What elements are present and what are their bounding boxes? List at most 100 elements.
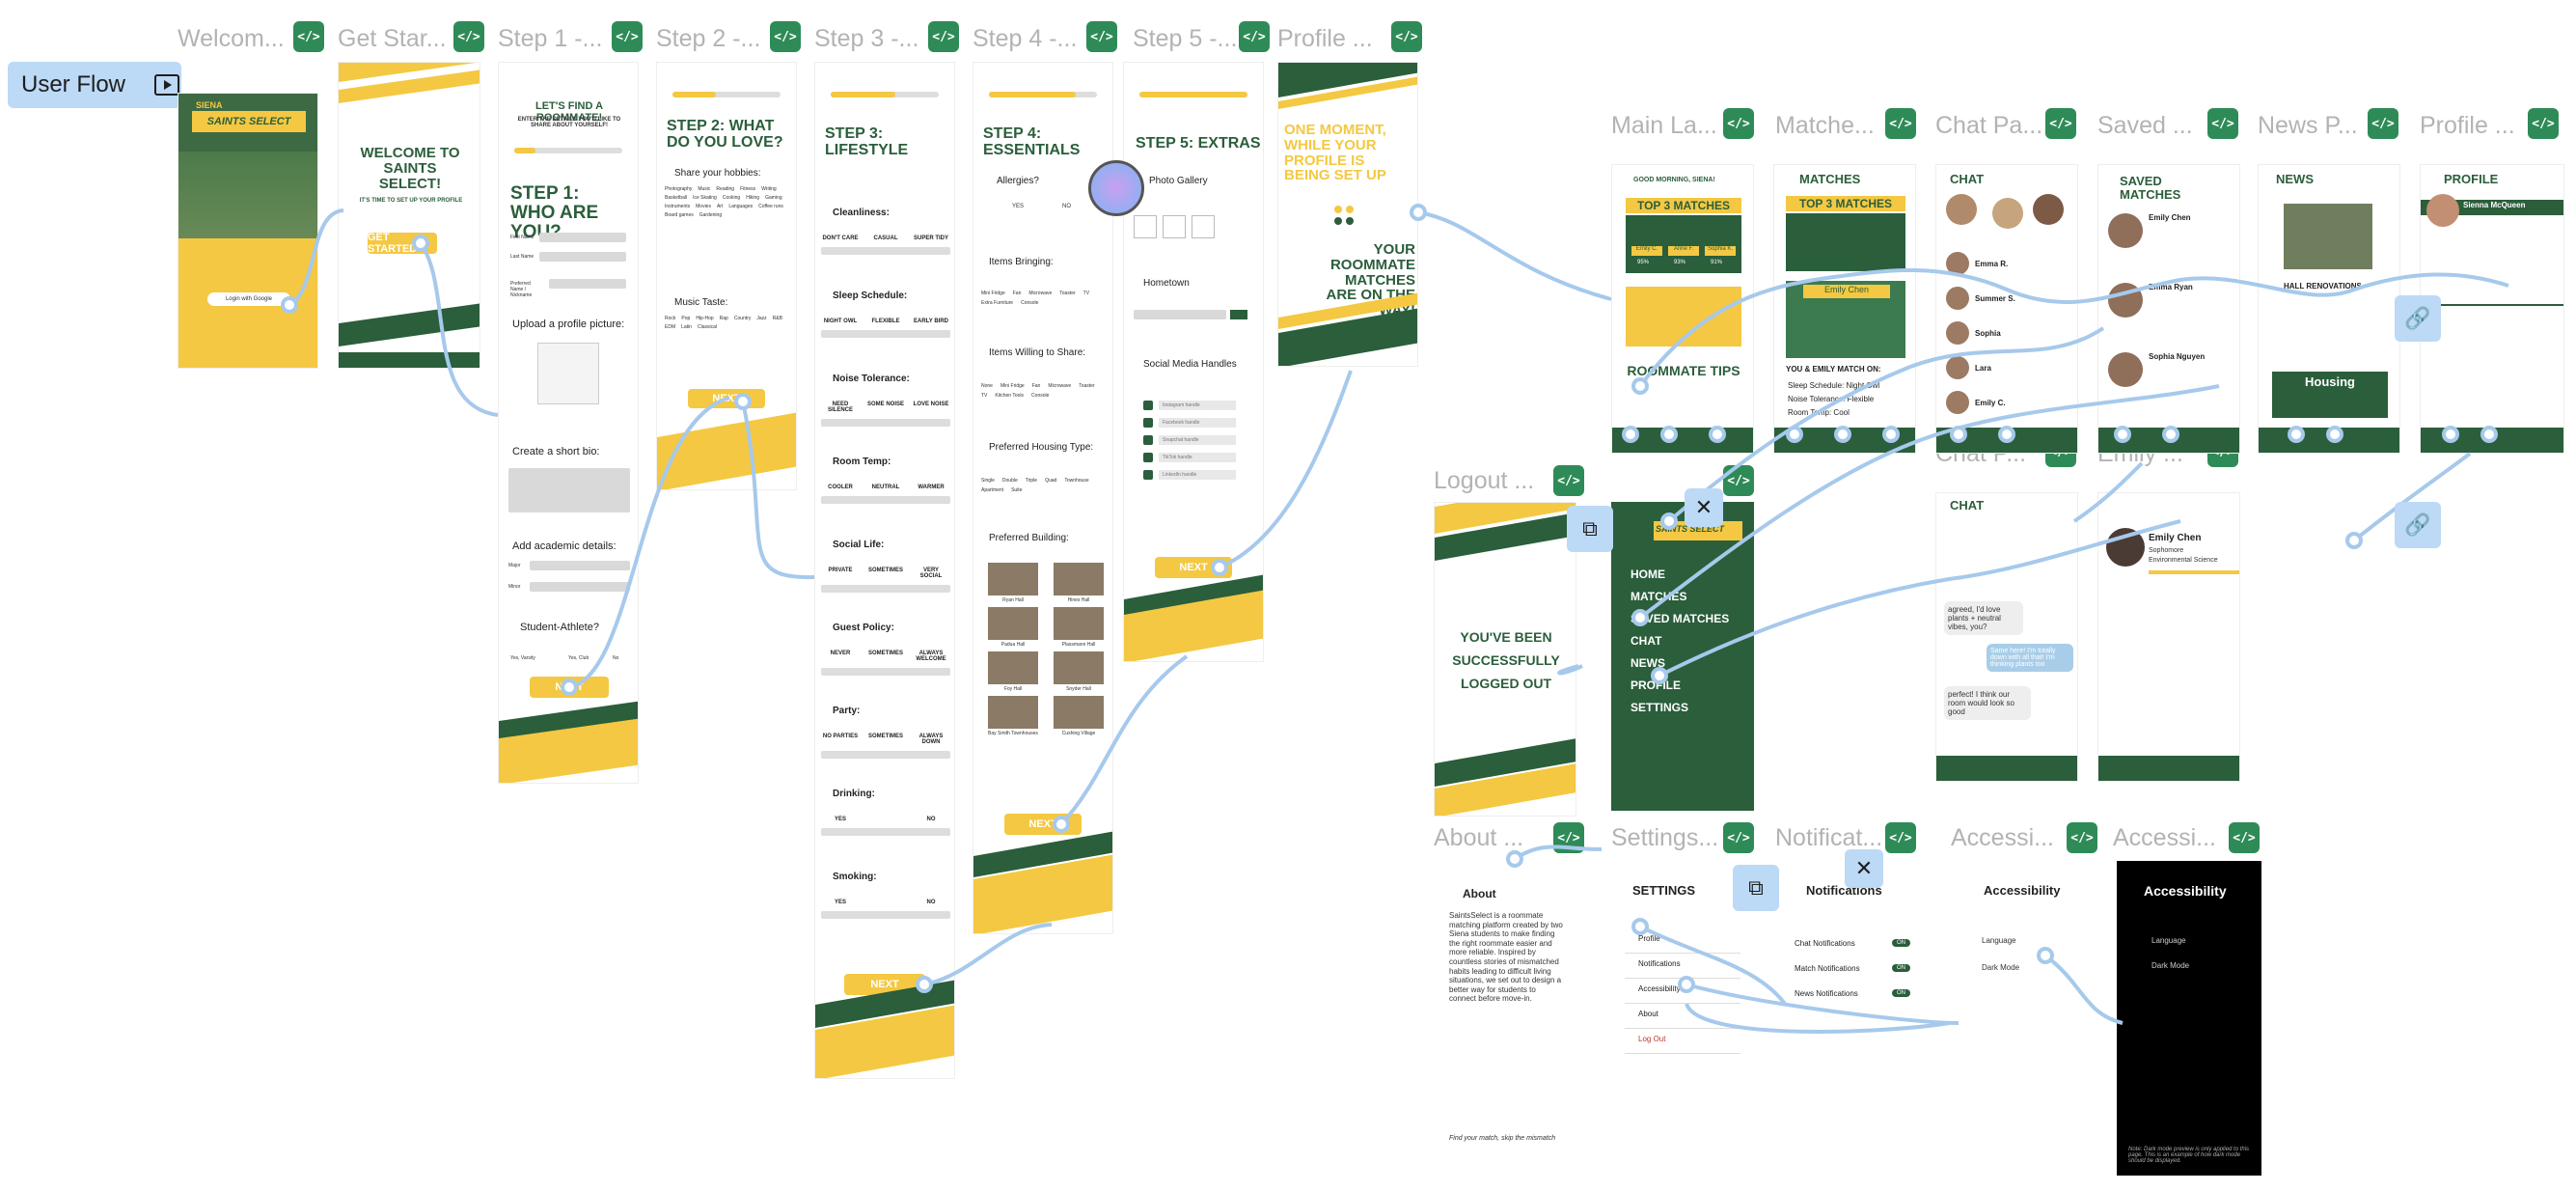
social-field[interactable]: Snapchat handle xyxy=(1159,435,1236,445)
lifestyle-option[interactable]: NEVER xyxy=(830,651,851,656)
gallery-slot[interactable] xyxy=(1192,215,1215,238)
hobby-option[interactable]: Coffee runs xyxy=(758,204,783,209)
housing-option[interactable]: Suite xyxy=(1011,487,1023,493)
frame-matches[interactable]: MATCHES TOP 3 MATCHES Emily Chen YOU & E… xyxy=(1773,164,1916,454)
frame-title-step1[interactable]: Step 1 -... xyxy=(498,25,603,52)
step1-next-button[interactable]: NEXT xyxy=(530,677,609,698)
settings-item[interactable]: About xyxy=(1625,1004,1740,1029)
lifestyle-option[interactable]: LOVE NOISE xyxy=(913,402,949,407)
lifestyle-option[interactable]: SUPER TIDY xyxy=(913,235,948,241)
avatar[interactable] xyxy=(2426,194,2459,227)
frame-step2[interactable]: STEP 2: WHAT DO YOU LOVE? Share your hob… xyxy=(656,62,797,490)
bring-option[interactable]: TV xyxy=(1082,291,1090,296)
code-icon[interactable]: </> xyxy=(1391,21,1422,52)
hobby-option[interactable]: Hiking xyxy=(746,195,760,201)
lifestyle-option[interactable]: YES xyxy=(834,900,846,905)
menu-item[interactable]: NEWS xyxy=(1631,656,1665,670)
building-option[interactable]: Padua Hall xyxy=(985,607,1041,648)
building-option[interactable]: Bay Smith Townhouses xyxy=(985,696,1041,736)
music-option[interactable]: Hip-Hop xyxy=(696,316,714,321)
lifestyle-option[interactable]: DON'T CARE xyxy=(822,235,859,241)
hobby-option[interactable]: Art xyxy=(716,204,724,209)
lifestyle-option[interactable]: NO xyxy=(926,817,936,822)
language-item[interactable]: Language xyxy=(2151,936,2186,945)
frame-title-profile[interactable]: Profile ... xyxy=(2420,112,2515,139)
slider-track[interactable] xyxy=(821,911,950,919)
slider-track[interactable] xyxy=(821,668,950,676)
social-field[interactable]: Instagram handle xyxy=(1159,401,1236,410)
code-icon[interactable]: </> xyxy=(2207,108,2238,139)
code-icon[interactable]: </> xyxy=(1239,21,1270,52)
chat-row[interactable]: Emily C. xyxy=(1946,385,2071,420)
hobby-option[interactable]: Instruments xyxy=(665,204,691,209)
code-icon[interactable]: </> xyxy=(1885,822,1916,853)
lifestyle-option[interactable]: CASUAL xyxy=(873,235,898,241)
hobby-option[interactable]: Cooking xyxy=(722,195,741,201)
music-option[interactable]: R&B xyxy=(772,316,782,321)
frame-news[interactable]: NEWS HALL RENOVATIONS Housing xyxy=(2258,164,2400,454)
frame-main[interactable]: GOOD MORNING, SIENA! TOP 3 MATCHES Emily… xyxy=(1611,164,1754,454)
hobby-option[interactable]: Gaming xyxy=(765,195,782,201)
frame-title-main[interactable]: Main La... xyxy=(1611,112,1717,139)
share-option[interactable]: None xyxy=(981,383,993,389)
add-frame-icon[interactable]: ⧉ xyxy=(1733,865,1779,911)
close-icon[interactable]: ✕ xyxy=(1685,488,1723,527)
frame-welcome[interactable]: SIENA SAINTS SELECT Login with Google xyxy=(178,93,318,369)
toggle[interactable]: ON xyxy=(1892,989,1910,997)
lifestyle-option[interactable]: WARMER xyxy=(918,485,945,490)
frame-title-profile-setup[interactable]: Profile ... xyxy=(1277,25,1373,52)
lifestyle-option[interactable]: COOLER xyxy=(828,485,853,490)
hobby-option[interactable]: Basketball xyxy=(665,195,688,201)
chat-row[interactable]: Sophia xyxy=(1946,316,2071,350)
frame-about[interactable]: About SaintsSelect is a roommate matchin… xyxy=(1434,872,1576,1162)
lifestyle-option[interactable]: SOMETIMES xyxy=(867,651,903,656)
frame-chat-thread[interactable]: CHAT agreed, I'd love plants + neutral v… xyxy=(1935,492,2078,782)
bring-option[interactable]: Microwave xyxy=(1028,291,1053,296)
lifestyle-option[interactable]: NEUTRAL xyxy=(871,485,900,490)
code-icon[interactable]: </> xyxy=(2368,108,2398,139)
toggle[interactable]: ON xyxy=(1892,939,1910,947)
social-field[interactable]: Facebook handle xyxy=(1159,418,1236,428)
bottom-nav[interactable] xyxy=(1936,756,2077,781)
lifestyle-option[interactable]: SOME NOISE xyxy=(866,402,904,407)
lifestyle-option[interactable]: YES xyxy=(834,817,846,822)
language-item[interactable]: Language xyxy=(1982,936,2016,945)
music-option[interactable]: Pop xyxy=(681,316,691,321)
bottom-nav[interactable] xyxy=(2098,428,2239,453)
housing-option[interactable]: Triple xyxy=(1025,478,1038,484)
share-option[interactable]: Toaster xyxy=(1079,383,1095,389)
lifestyle-option[interactable]: FLEXIBLE xyxy=(871,319,900,324)
lifestyle-option[interactable]: SOMETIMES xyxy=(867,568,903,573)
building-option[interactable]: Ryan Hall xyxy=(985,563,1041,603)
last-name-field[interactable] xyxy=(539,252,626,262)
frame-title-step3[interactable]: Step 3 -... xyxy=(814,25,919,52)
chat-row[interactable]: Summer S. xyxy=(1946,281,2071,316)
code-icon[interactable]: </> xyxy=(1086,21,1117,52)
code-icon[interactable]: </> xyxy=(1723,465,1754,496)
social-field[interactable]: TikTok handle xyxy=(1159,453,1236,462)
news-image[interactable] xyxy=(2284,204,2372,269)
major-field[interactable] xyxy=(530,561,630,570)
lifestyle-option[interactable]: EARLY BIRD xyxy=(913,319,948,324)
frame-title-step4[interactable]: Step 4 -... xyxy=(973,25,1078,52)
bottom-nav[interactable] xyxy=(1936,428,2077,453)
slider-track[interactable] xyxy=(821,419,950,427)
frame-title-accessibility-1[interactable]: Accessi... xyxy=(1951,824,2054,851)
step4-next-button[interactable]: NEXT xyxy=(1004,814,1082,835)
frame-title-logout[interactable]: Logout ... xyxy=(1434,467,1535,494)
bottom-nav[interactable] xyxy=(1612,428,1753,453)
code-icon[interactable]: </> xyxy=(1723,108,1754,139)
bottom-nav[interactable] xyxy=(1774,428,1915,453)
building-option[interactable]: Snyder Hall xyxy=(1051,651,1107,692)
housing-option[interactable]: Quad xyxy=(1045,478,1057,484)
frame-get-started[interactable]: WELCOME TO SAINTS SELECT! IT'S TIME TO S… xyxy=(338,62,480,369)
frame-profile[interactable]: PROFILE Sienna McQueen xyxy=(2420,164,2564,454)
link-icon[interactable]: 🔗 xyxy=(2395,502,2441,548)
slider-track[interactable] xyxy=(821,751,950,759)
lifestyle-option[interactable]: NIGHT OWL xyxy=(823,319,858,324)
chat-row[interactable]: Lara xyxy=(1946,350,2071,385)
toggle[interactable]: ON xyxy=(1892,964,1910,972)
